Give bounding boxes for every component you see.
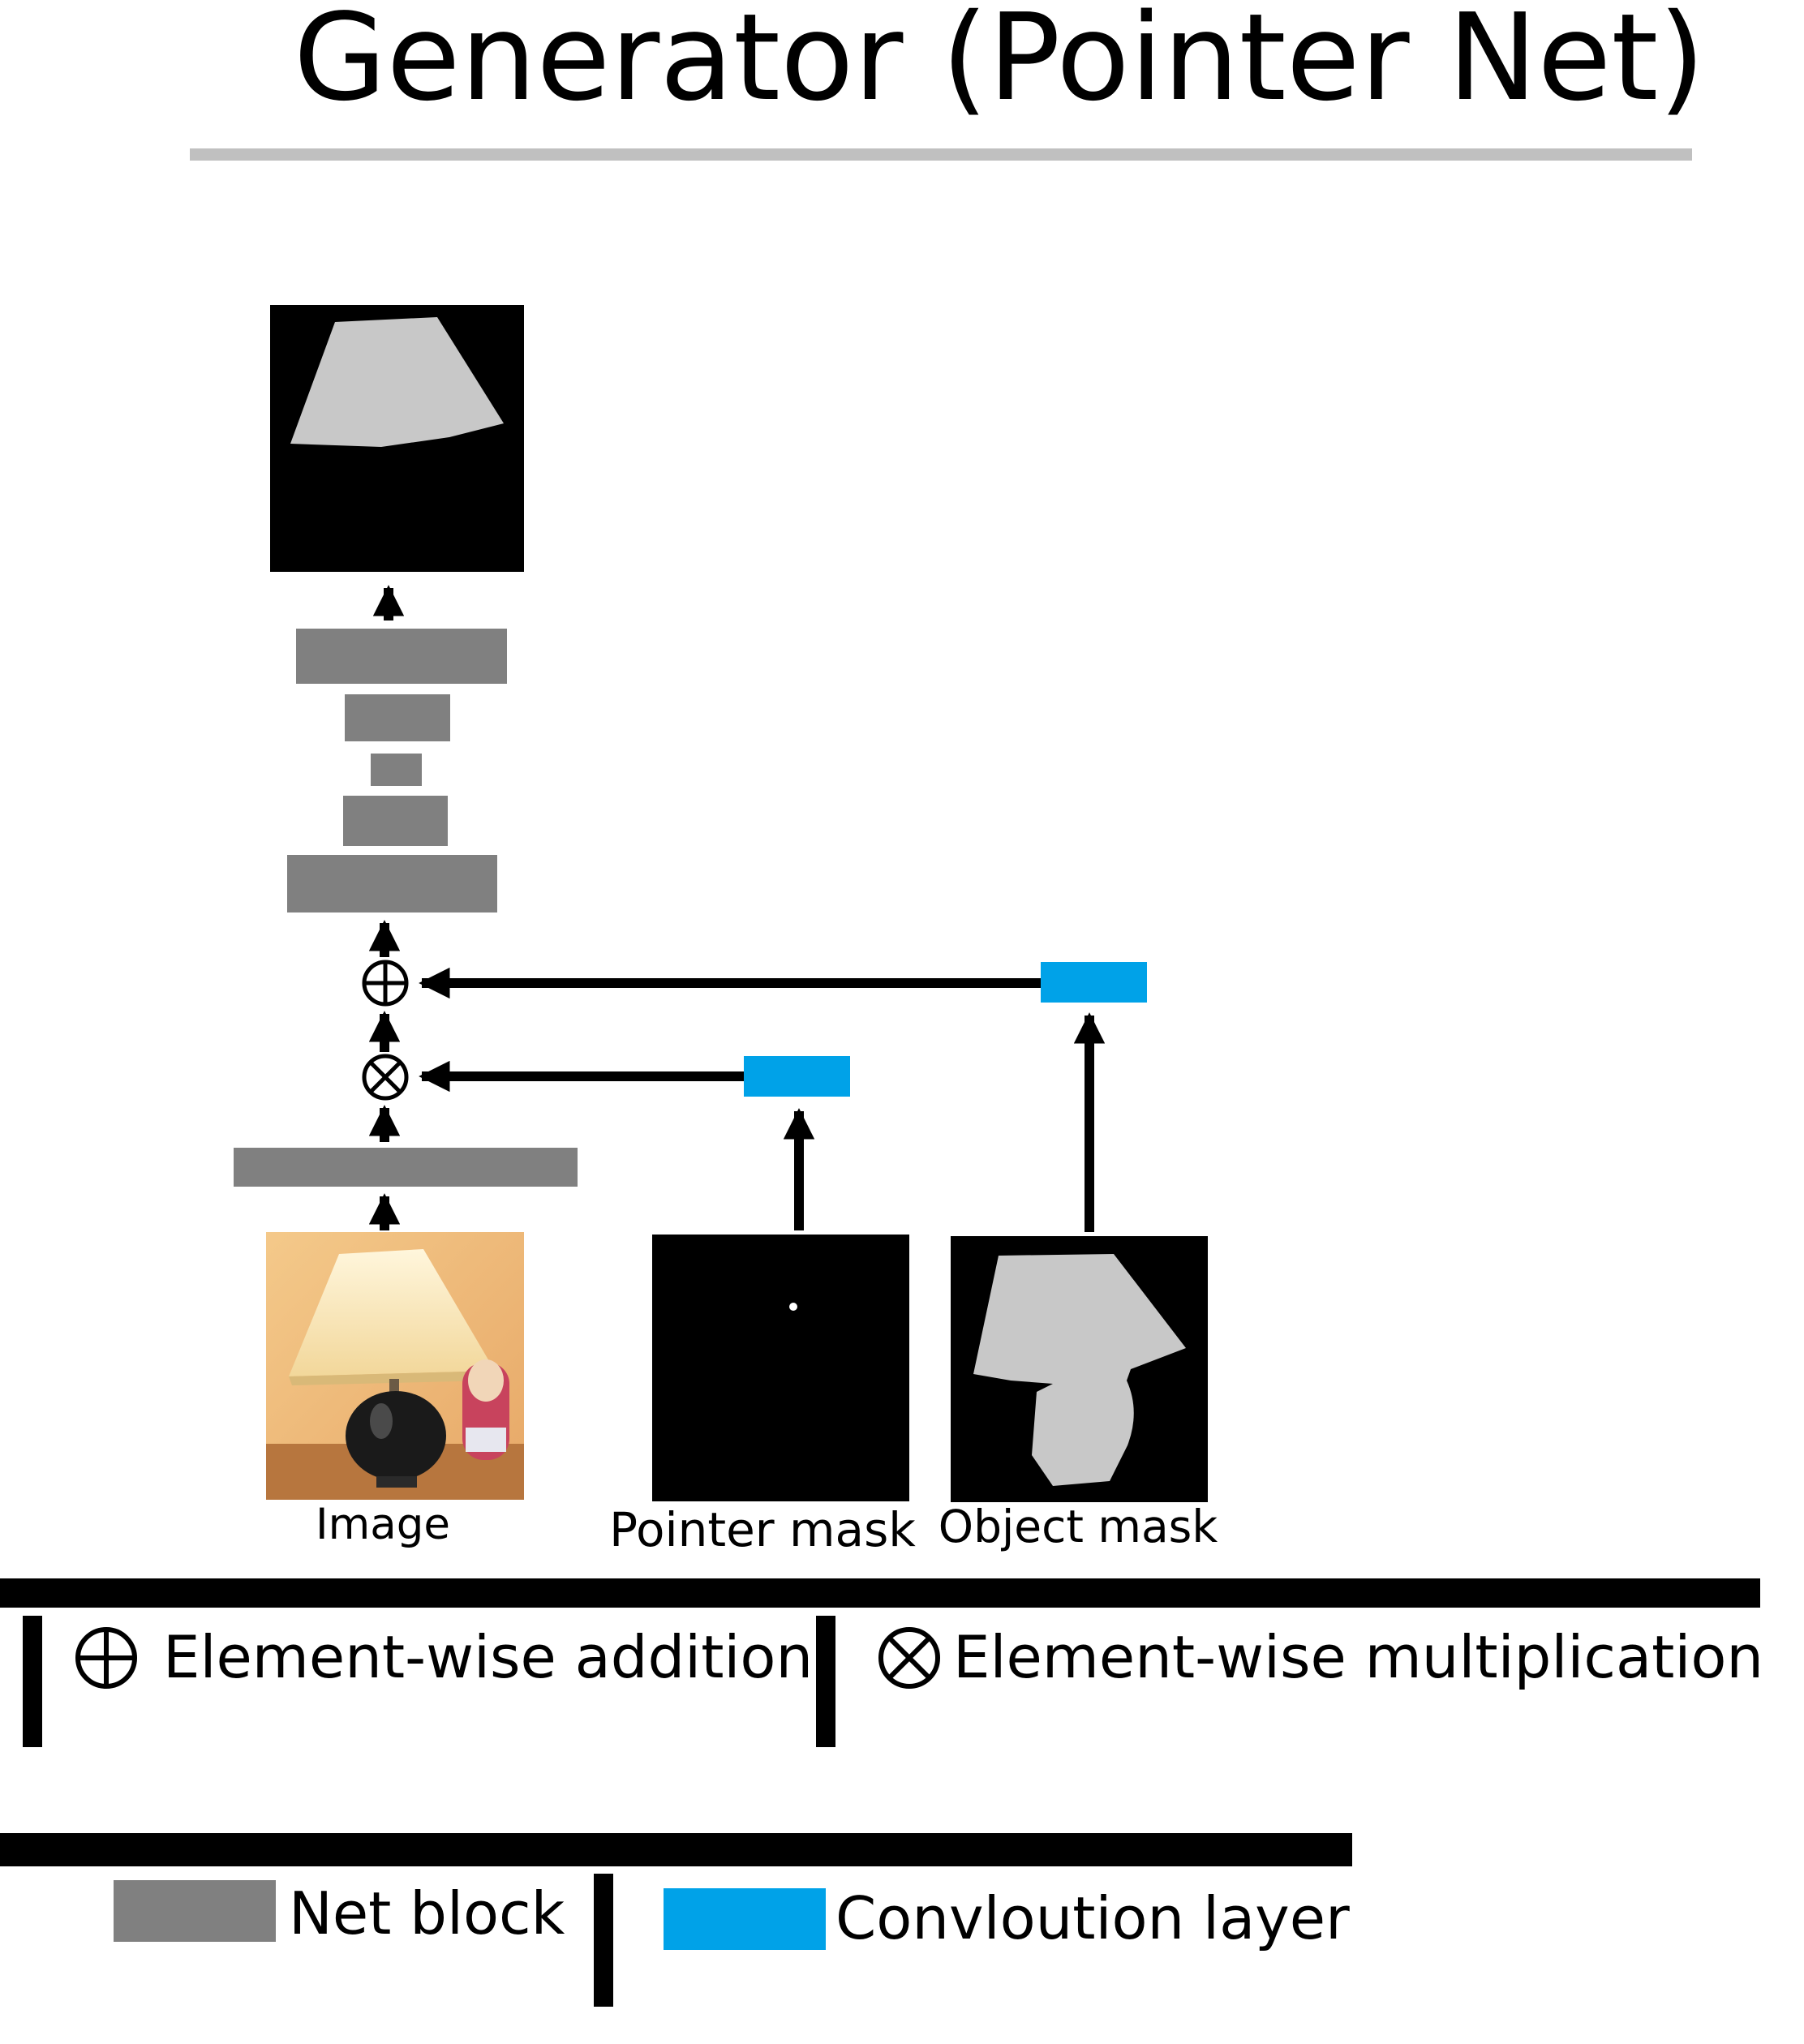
net-block	[345, 694, 450, 741]
title-underline	[190, 148, 1692, 161]
legend-divider-top	[0, 1578, 1760, 1608]
pointer-mask	[652, 1235, 909, 1501]
legend-conv-swatch	[664, 1888, 826, 1950]
pointer-mask-label: Pointer mask	[609, 1502, 916, 1557]
diagram-title: Generator (Pointer Net)	[294, 0, 1705, 127]
legend-divider-bottom	[0, 1833, 1352, 1866]
net-block	[287, 855, 497, 912]
legend-separator	[816, 1616, 835, 1747]
net-block	[343, 796, 448, 846]
input-image	[266, 1232, 524, 1500]
object-mask	[951, 1236, 1208, 1502]
image-label: Image	[316, 1500, 450, 1549]
legend-net-block-swatch	[114, 1880, 276, 1942]
object-mask-label: Object mask	[939, 1501, 1218, 1552]
addition-operator-icon	[362, 960, 409, 1007]
legend-multiplication-label: Element-wise multiplication	[953, 1623, 1763, 1691]
net-block	[296, 629, 507, 684]
legend-addition-label: Element-wise addition	[163, 1623, 813, 1691]
legend-multiplication-icon	[878, 1627, 940, 1689]
conv-layer-pointer	[744, 1056, 850, 1097]
net-block	[234, 1148, 578, 1187]
legend-conv-label: Convloution layer	[835, 1884, 1350, 1952]
multiplication-operator-icon	[362, 1054, 409, 1101]
legend-addition-icon	[75, 1627, 137, 1689]
conv-layer-object	[1041, 962, 1147, 1003]
net-block	[371, 754, 422, 786]
legend-separator	[23, 1616, 42, 1747]
legend-separator	[594, 1874, 613, 2007]
output-mask	[270, 305, 524, 572]
legend-net-block-label: Net block	[289, 1879, 565, 1947]
